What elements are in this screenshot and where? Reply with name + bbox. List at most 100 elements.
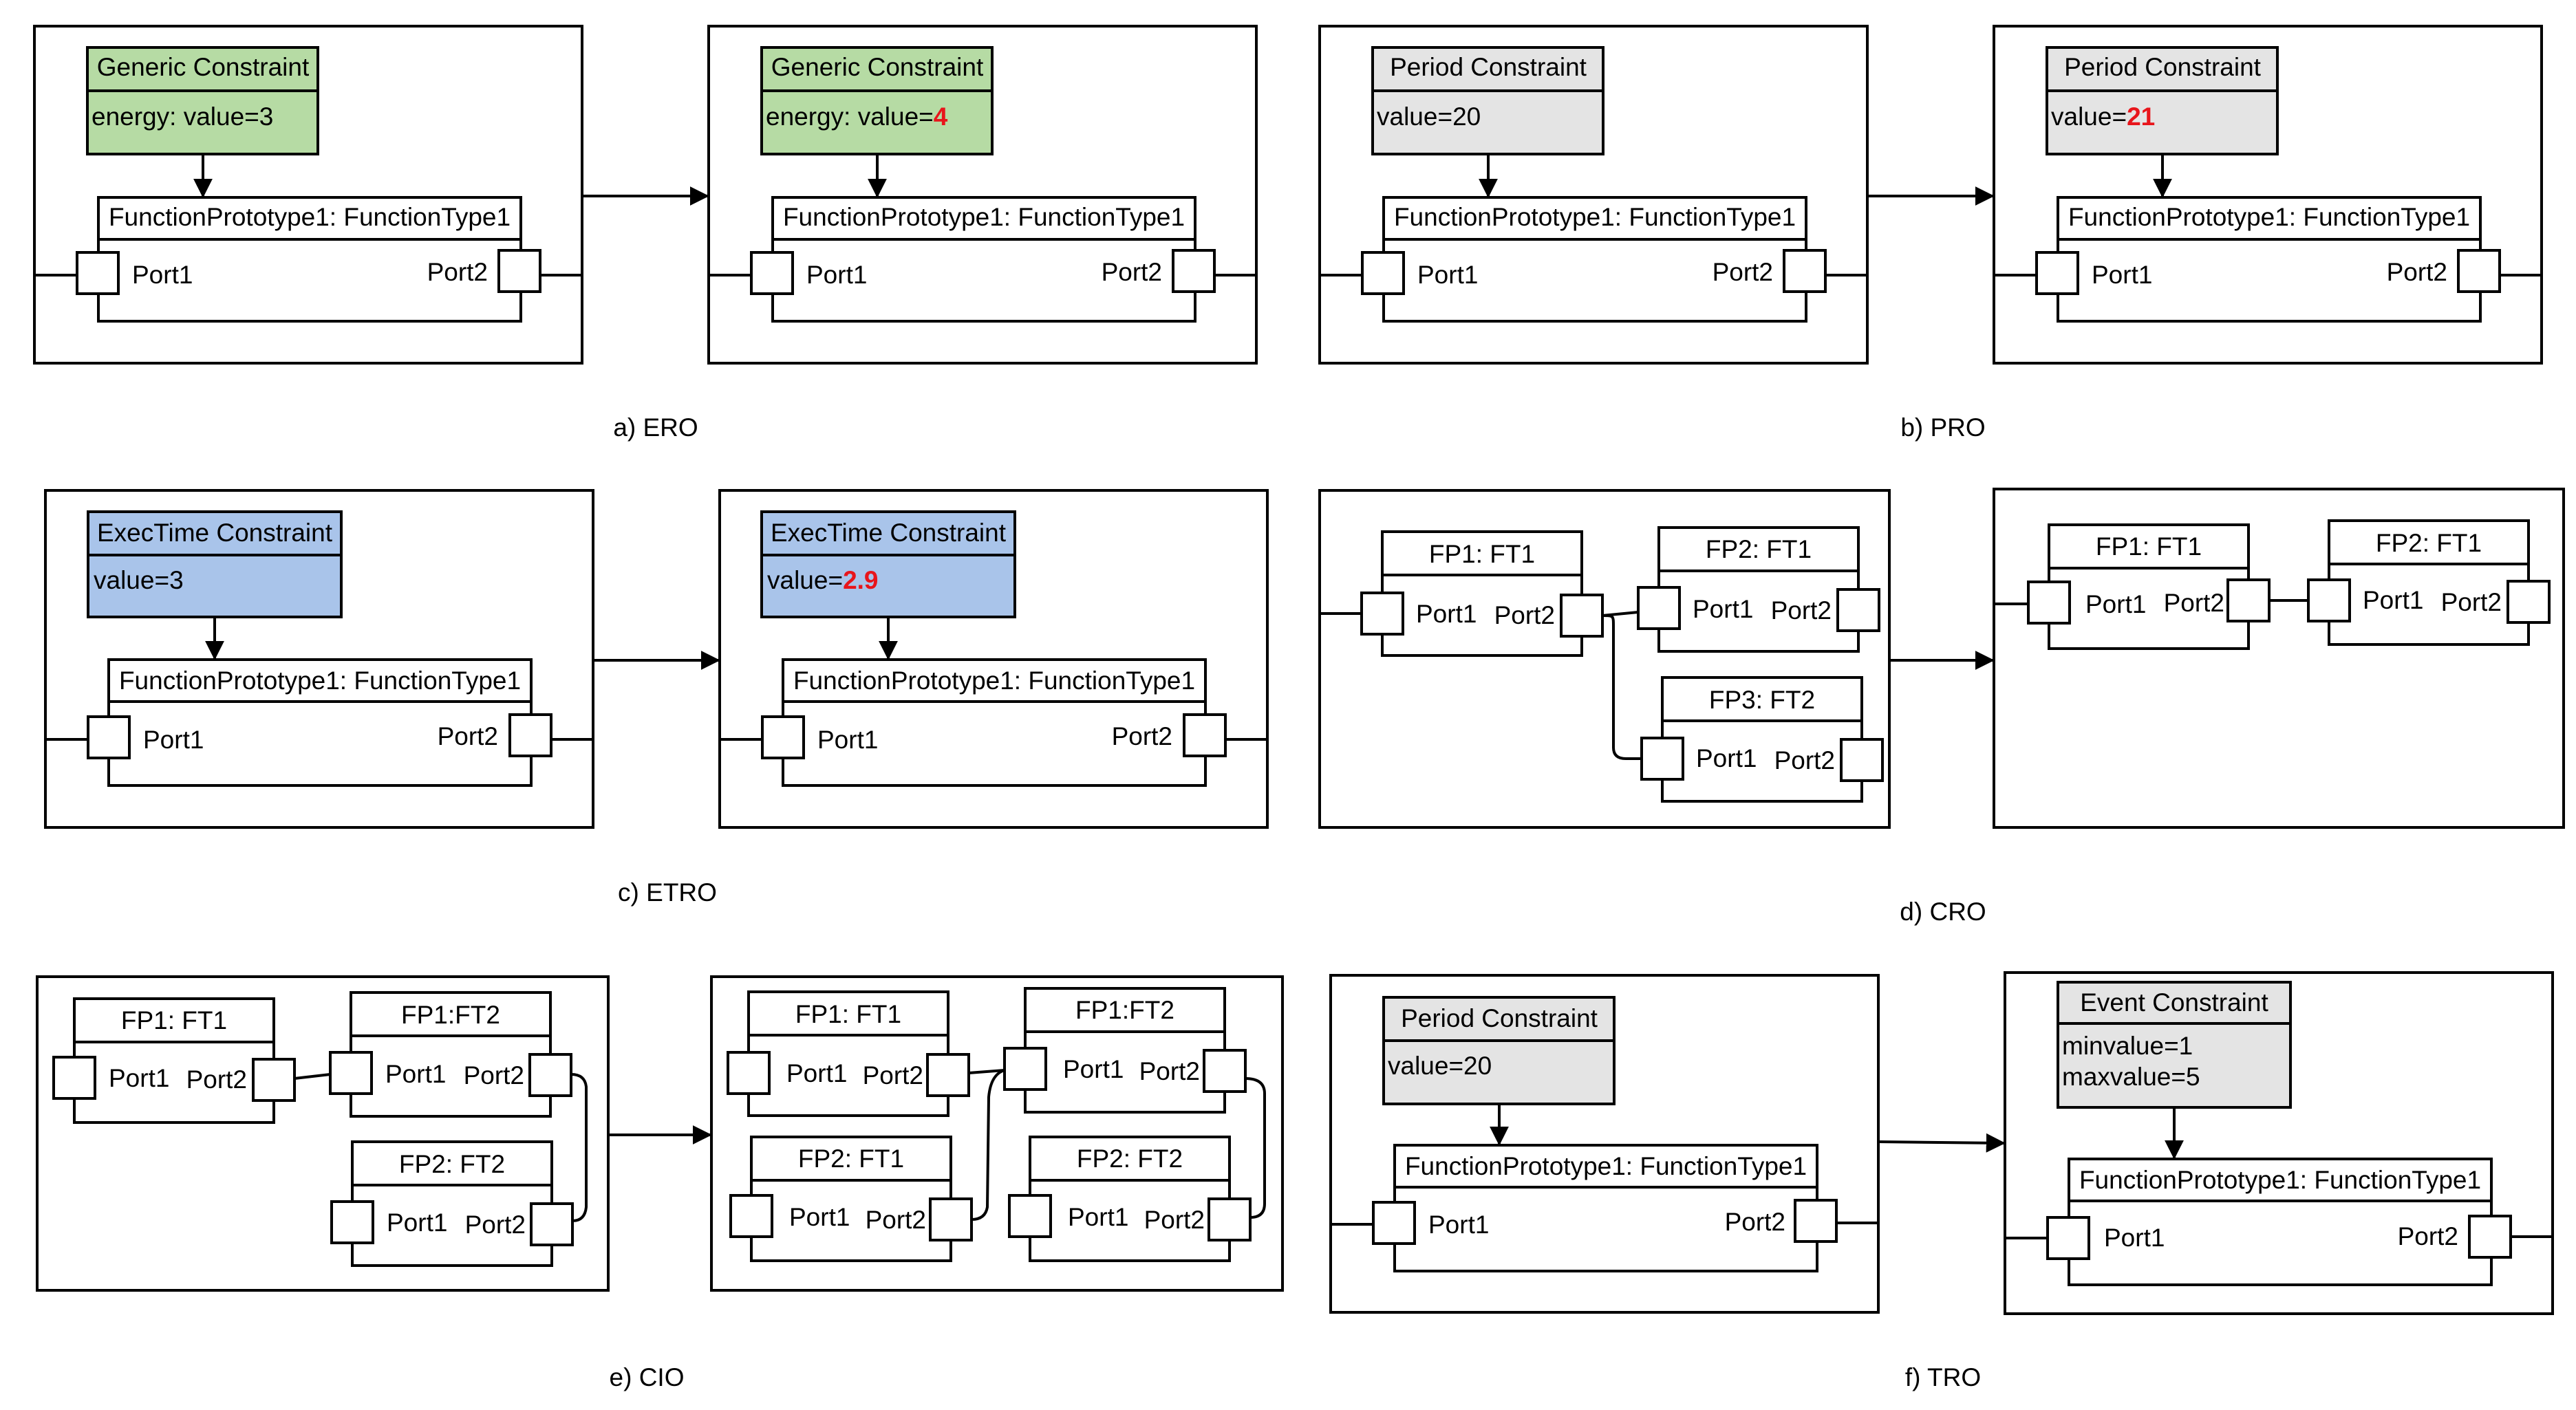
constraint-min: minvalue=1 — [2062, 1032, 2193, 1060]
etro-after-function-prototype: FunctionPrototype1: FunctionType1 Port1 … — [720, 658, 1267, 787]
port1-label: Port1 — [2085, 590, 2146, 618]
tro-diagram: Period Constraint value=20 FunctionProto… — [1329, 971, 2554, 1391]
caption-cro: d) CRO — [1900, 898, 1986, 926]
port2-label: Port2 — [186, 1065, 247, 1094]
port1-square — [2307, 578, 2351, 622]
tro-before-frame — [1329, 974, 1880, 1314]
cio-before-fp1-ft2: FP1:FT2 Port1 Port2 — [329, 991, 572, 1118]
ero-after-frame — [707, 25, 1258, 365]
port1-label: Port1 — [109, 1064, 169, 1092]
port2-square — [929, 1197, 973, 1241]
port2-label: Port2 — [2398, 1222, 2458, 1250]
port1-square — [727, 1051, 771, 1095]
cro-diagram: FP1: FT1 Port1 Port2 FP2: FT1 Port1 Port… — [1318, 488, 2565, 926]
port1-square — [329, 1051, 373, 1095]
port2-label: Port2 — [2387, 258, 2447, 286]
port1-square — [87, 715, 131, 759]
fp-title: FunctionPrototype1: FunctionType1 — [1405, 1152, 1807, 1180]
port2-label: Port2 — [427, 258, 488, 286]
constraint-value: value=20 — [1388, 1052, 1492, 1080]
port2-label: Port2 — [1774, 746, 1835, 774]
ero-diagram: Generic Constraint energy: value=3 Funct… — [33, 25, 1258, 442]
port1-square — [1361, 251, 1405, 295]
fp-title: FP1: FT1 — [2096, 532, 2202, 561]
constraint-max: maxvalue=5 — [2062, 1063, 2200, 1091]
port2-square — [252, 1058, 296, 1102]
cro-after-fp1: FP1: FT1 Port1 Port2 — [1994, 523, 2271, 650]
changed-value: 4 — [934, 102, 948, 131]
etro-before-function-prototype: FunctionPrototype1: FunctionType1 Port1 … — [45, 658, 593, 787]
constraint-title: ExecTime Constraint — [97, 519, 333, 547]
fp-title: FP2: FT2 — [399, 1150, 505, 1178]
fp-title: FP1:FT2 — [401, 1001, 500, 1029]
port1-label: Port1 — [1696, 744, 1757, 772]
etro-diagram: ExecTime Constraint value=3 FunctionProt… — [44, 489, 1269, 907]
caption-tro: f) TRO — [1905, 1363, 1981, 1391]
port2-label: Port2 — [1713, 258, 1773, 286]
fp-title: FP1: FT1 — [795, 1000, 901, 1028]
cro-after-frame — [1993, 488, 2565, 829]
port2-label: Port2 — [1102, 258, 1162, 286]
constraint-value: energy: value=4 — [766, 102, 948, 131]
fp-title: FP3: FT2 — [1709, 686, 1815, 714]
port1-square — [2046, 1216, 2090, 1260]
port1-square — [1003, 1047, 1047, 1091]
pro-after-constraint: Period Constraint value=21 — [2046, 46, 2279, 155]
port2-square — [2468, 1215, 2512, 1259]
cio-before-fp2-ft2: FP2: FT2 Port1 Port2 — [330, 1140, 574, 1267]
fp-title: FunctionPrototype1: FunctionType1 — [793, 666, 1195, 695]
port1-square — [52, 1056, 96, 1100]
port2-label: Port2 — [1112, 722, 1172, 750]
port2-square — [2226, 578, 2271, 622]
port1-square — [761, 715, 805, 759]
cio-after-fp1-ft1: FP1: FT1 Port1 Port2 — [727, 990, 970, 1117]
port2-square — [1183, 713, 1227, 757]
fp-title: FunctionPrototype1: FunctionType1 — [2079, 1166, 2481, 1194]
caption-cio: e) CIO — [610, 1363, 685, 1391]
port1-label: Port1 — [385, 1060, 446, 1088]
cro-after-fp2: FP2: FT1 Port1 Port2 — [2307, 519, 2551, 646]
connector — [570, 1073, 588, 1222]
port2-label: Port2 — [866, 1206, 926, 1234]
constraint-title: Generic Constraint — [97, 53, 310, 81]
constraint-title: Period Constraint — [2064, 53, 2262, 81]
port2-square — [1840, 738, 1884, 782]
port1-square — [1360, 592, 1404, 636]
tro-event-constraint: Event Constraint minvalue=1 maxvalue=5 — [2057, 981, 2292, 1109]
port1-square — [76, 251, 120, 295]
port2-square — [926, 1053, 970, 1097]
fp-title: FunctionPrototype1: FunctionType1 — [1394, 203, 1796, 231]
cio-before-fp1-ft1: FP1: FT1 Port1 Port2 — [52, 997, 296, 1124]
port1-label: Port1 — [143, 726, 204, 754]
cio-diagram: FP1: FT1 Port1 Port2 FP1:FT2 Port1 Port2… — [36, 975, 1284, 1391]
port2-label: Port2 — [1725, 1208, 1785, 1236]
port2-label: Port2 — [465, 1211, 526, 1239]
port1-label: Port1 — [1068, 1203, 1128, 1231]
port1-square — [1640, 737, 1684, 781]
port1-square — [1637, 586, 1681, 630]
port2-square — [528, 1053, 572, 1097]
port1-label: Port1 — [1693, 595, 1753, 623]
constraint-value: value=21 — [2051, 102, 2155, 131]
port1-square — [2035, 251, 2079, 295]
fp-title: FunctionPrototype1: FunctionType1 — [783, 203, 1185, 231]
cro-before-fp2: FP2: FT1 Port1 Port2 — [1637, 526, 1880, 653]
fp-title: FP1: FT1 — [121, 1006, 227, 1034]
ero-after-constraint: Generic Constraint energy: value=4 — [760, 46, 994, 155]
fp-title: FP1:FT2 — [1075, 996, 1174, 1024]
port2-square — [1172, 249, 1216, 293]
ero-before-function-prototype: FunctionPrototype1: FunctionType1 Port1 … — [34, 196, 582, 323]
etro-before-constraint: ExecTime Constraint value=3 — [87, 510, 343, 618]
etro-after-constraint: ExecTime Constraint value=2.9 — [760, 510, 1016, 618]
connector — [1602, 614, 1642, 760]
tro-period-constraint: Period Constraint value=20 — [1382, 996, 1616, 1105]
port2-label: Port2 — [438, 722, 498, 750]
port2-label: Port2 — [1144, 1206, 1205, 1234]
tro-after-frame — [2004, 971, 2554, 1315]
fp-title: FP1: FT1 — [1429, 540, 1535, 568]
constraint-value: value=20 — [1377, 102, 1481, 131]
connector — [971, 1069, 1005, 1221]
constraint-value: value=3 — [94, 566, 184, 594]
port2-label: Port2 — [1771, 596, 1832, 625]
